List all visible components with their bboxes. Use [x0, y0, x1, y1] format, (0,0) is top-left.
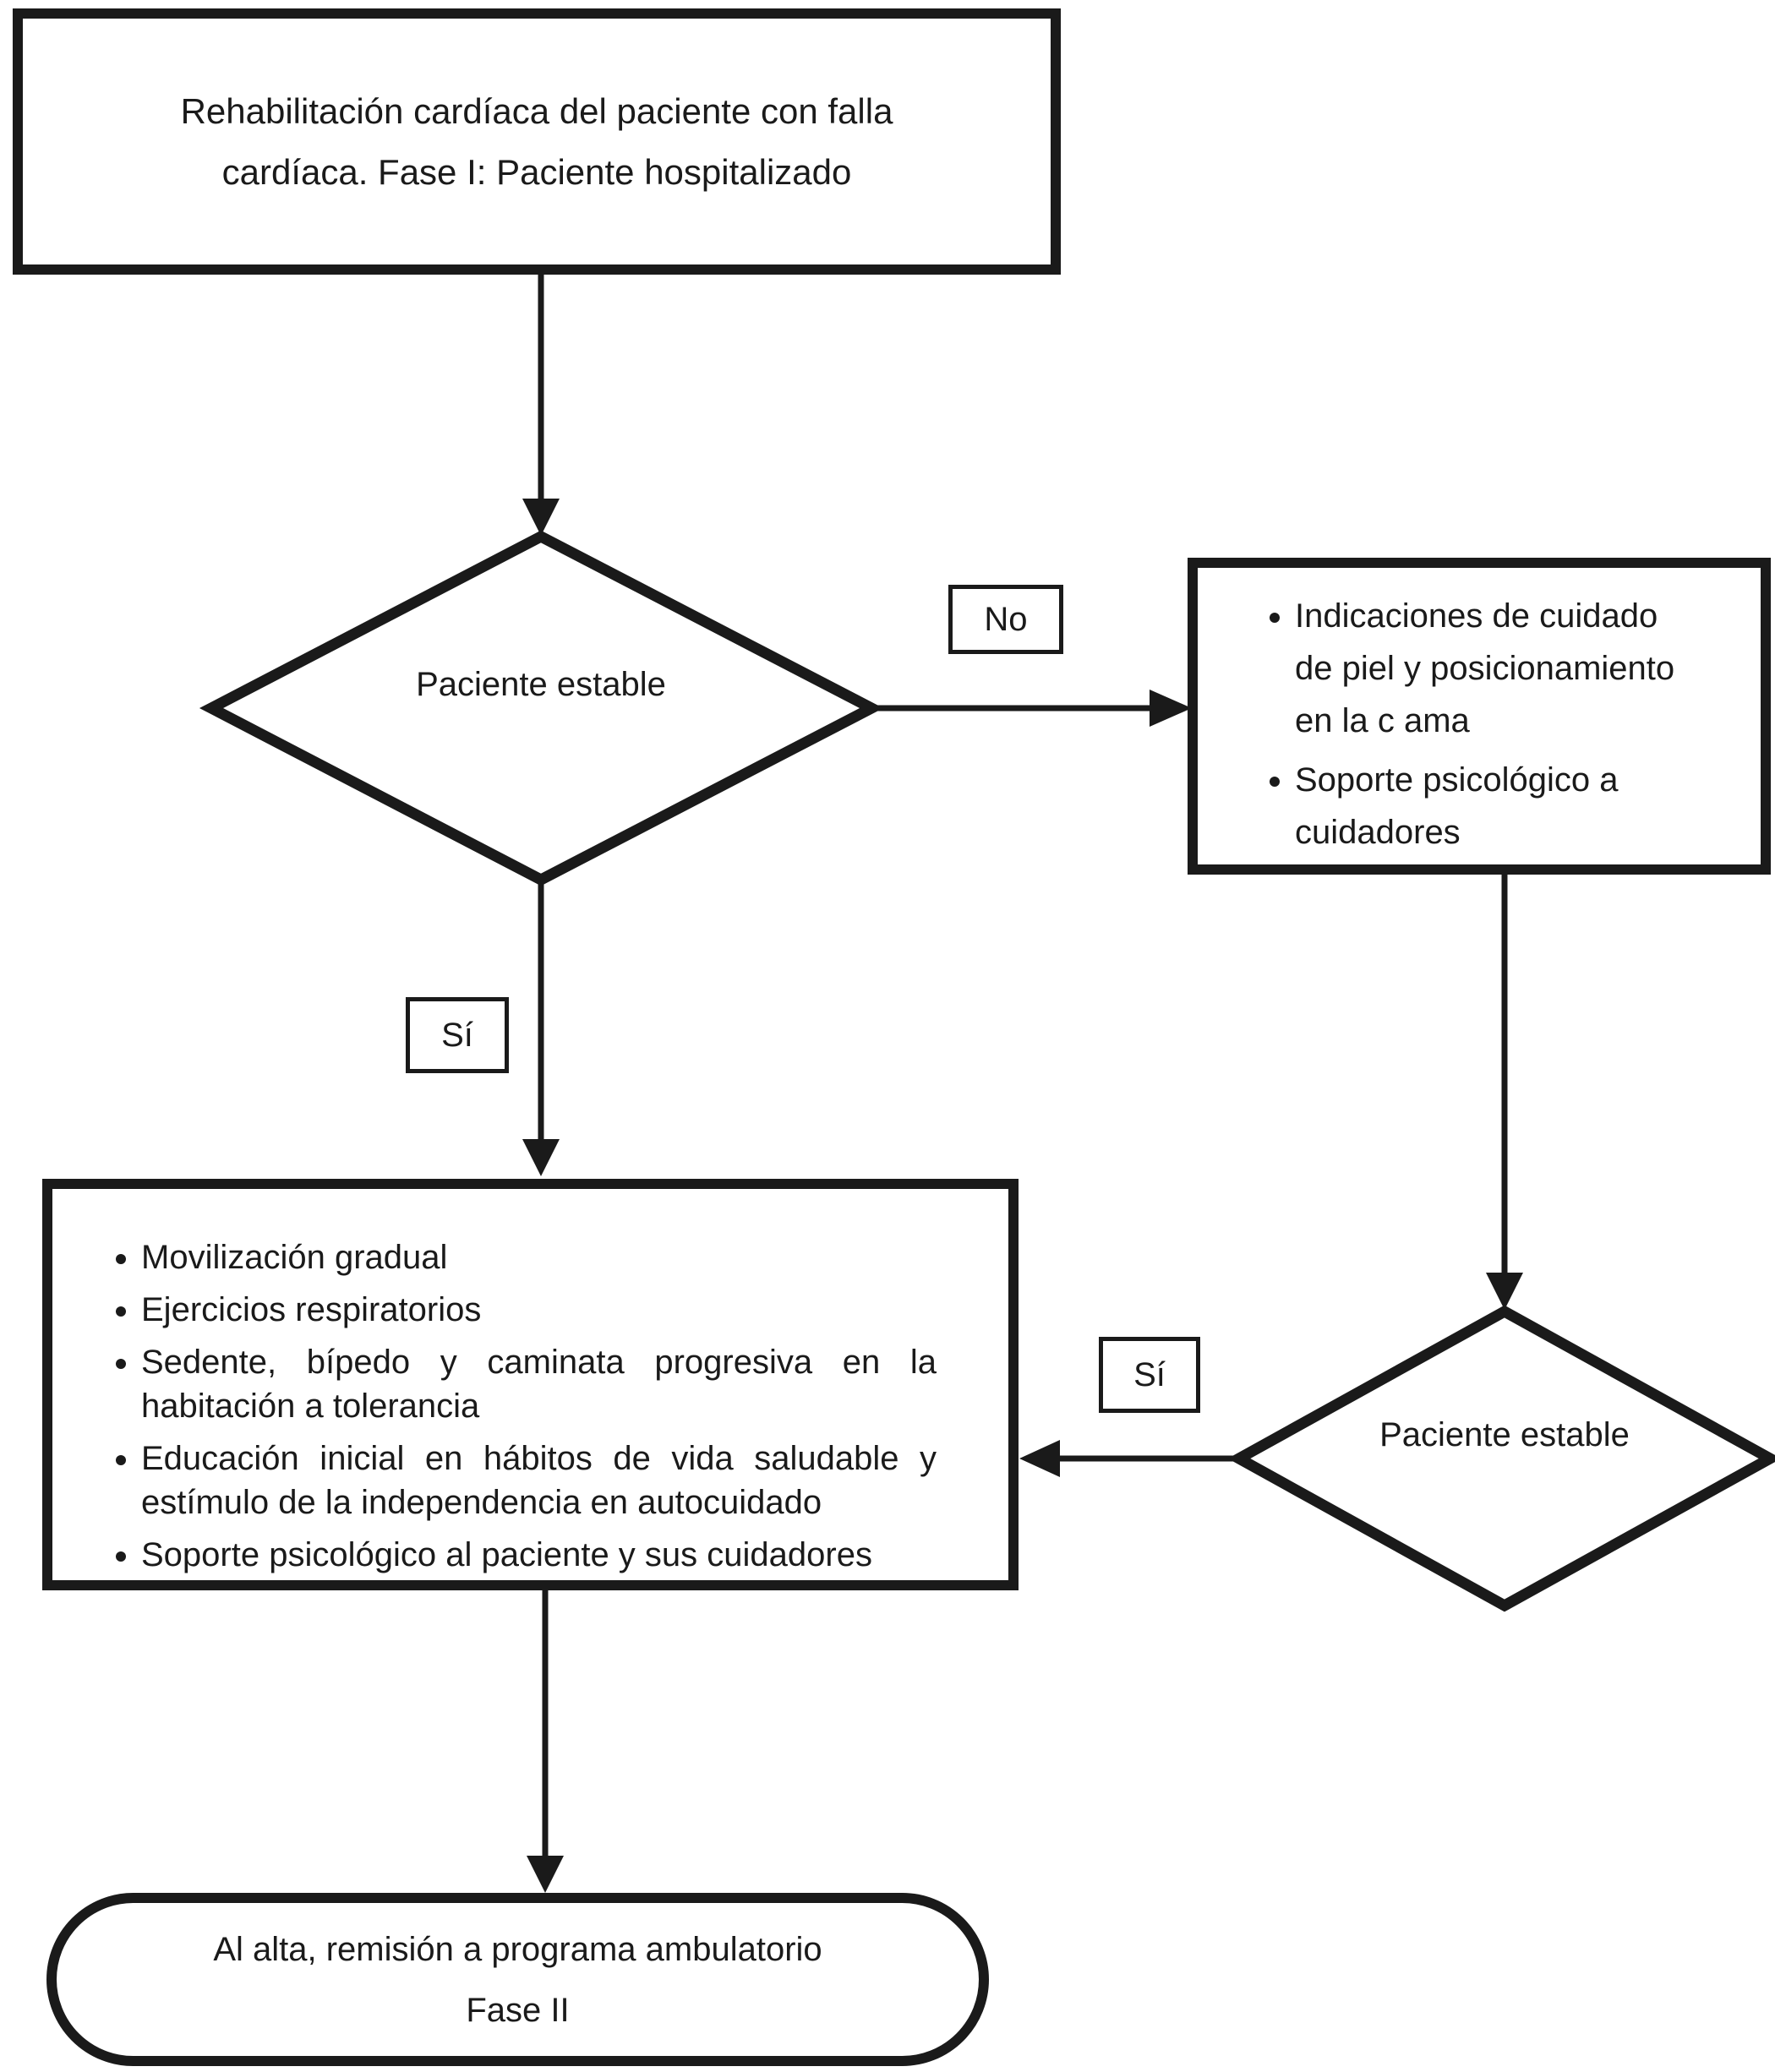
terminator-line1: Al alta, remisión a programa ambulatorio [213, 1930, 822, 1968]
list-item: Soporte psicológico al paciente y sus cu… [141, 1533, 937, 1577]
branch-label-yes-main: Sí [406, 997, 509, 1073]
arrow-down-icon [522, 499, 560, 536]
unstable-care-node: Indicaciones de cuidado de piel y posici… [1188, 558, 1771, 875]
decision-diamond-patient-stable-1 [199, 530, 884, 886]
decision2-label: Paciente estable [1379, 1416, 1630, 1453]
arrow-left-icon [1019, 1440, 1060, 1477]
arrow-down-icon [527, 1856, 564, 1893]
phase1-activities-node: Movilización gradual Ejercicios respirat… [42, 1179, 1019, 1590]
arrow-down-icon [1486, 1273, 1523, 1310]
discharge-terminator-node: Al alta, remisión a programa ambulatorio… [46, 1893, 989, 2066]
start-node-title-line2: cardíaca. Fase I: Paciente hospitalizado [221, 151, 852, 192]
list-item: Ejercicios respiratorios [141, 1288, 937, 1332]
arrow-down-icon [522, 1139, 560, 1176]
list-item: Movilización gradual [141, 1235, 937, 1279]
branch-label-yes-return: Sí [1099, 1337, 1200, 1413]
arrow-right-icon [1150, 690, 1192, 727]
unstable-care-list: Indicaciones de cuidado de piel y posici… [1198, 568, 1761, 859]
start-node: Rehabilitación cardíaca del paciente con… [13, 8, 1061, 275]
decision-diamond-patient-stable-2 [1227, 1305, 1775, 1612]
list-item: Educación inicial en hábitos de vida sal… [141, 1437, 937, 1524]
terminator-line2: Fase II [466, 1991, 570, 2029]
phase1-activities-list: Movilización gradual Ejercicios respirat… [52, 1189, 1008, 1577]
start-node-title-line1: Rehabilitación cardíaca del paciente con… [180, 90, 893, 131]
list-item: Sedente, bípedo y caminata progresiva en… [141, 1340, 937, 1428]
list-item: Indicaciones de cuidado de piel y posici… [1295, 590, 1685, 747]
branch-label-no: No [948, 585, 1063, 654]
list-item: Soporte psicológico a cuidadores [1295, 754, 1685, 859]
decision1-label: Paciente estable [416, 666, 666, 703]
